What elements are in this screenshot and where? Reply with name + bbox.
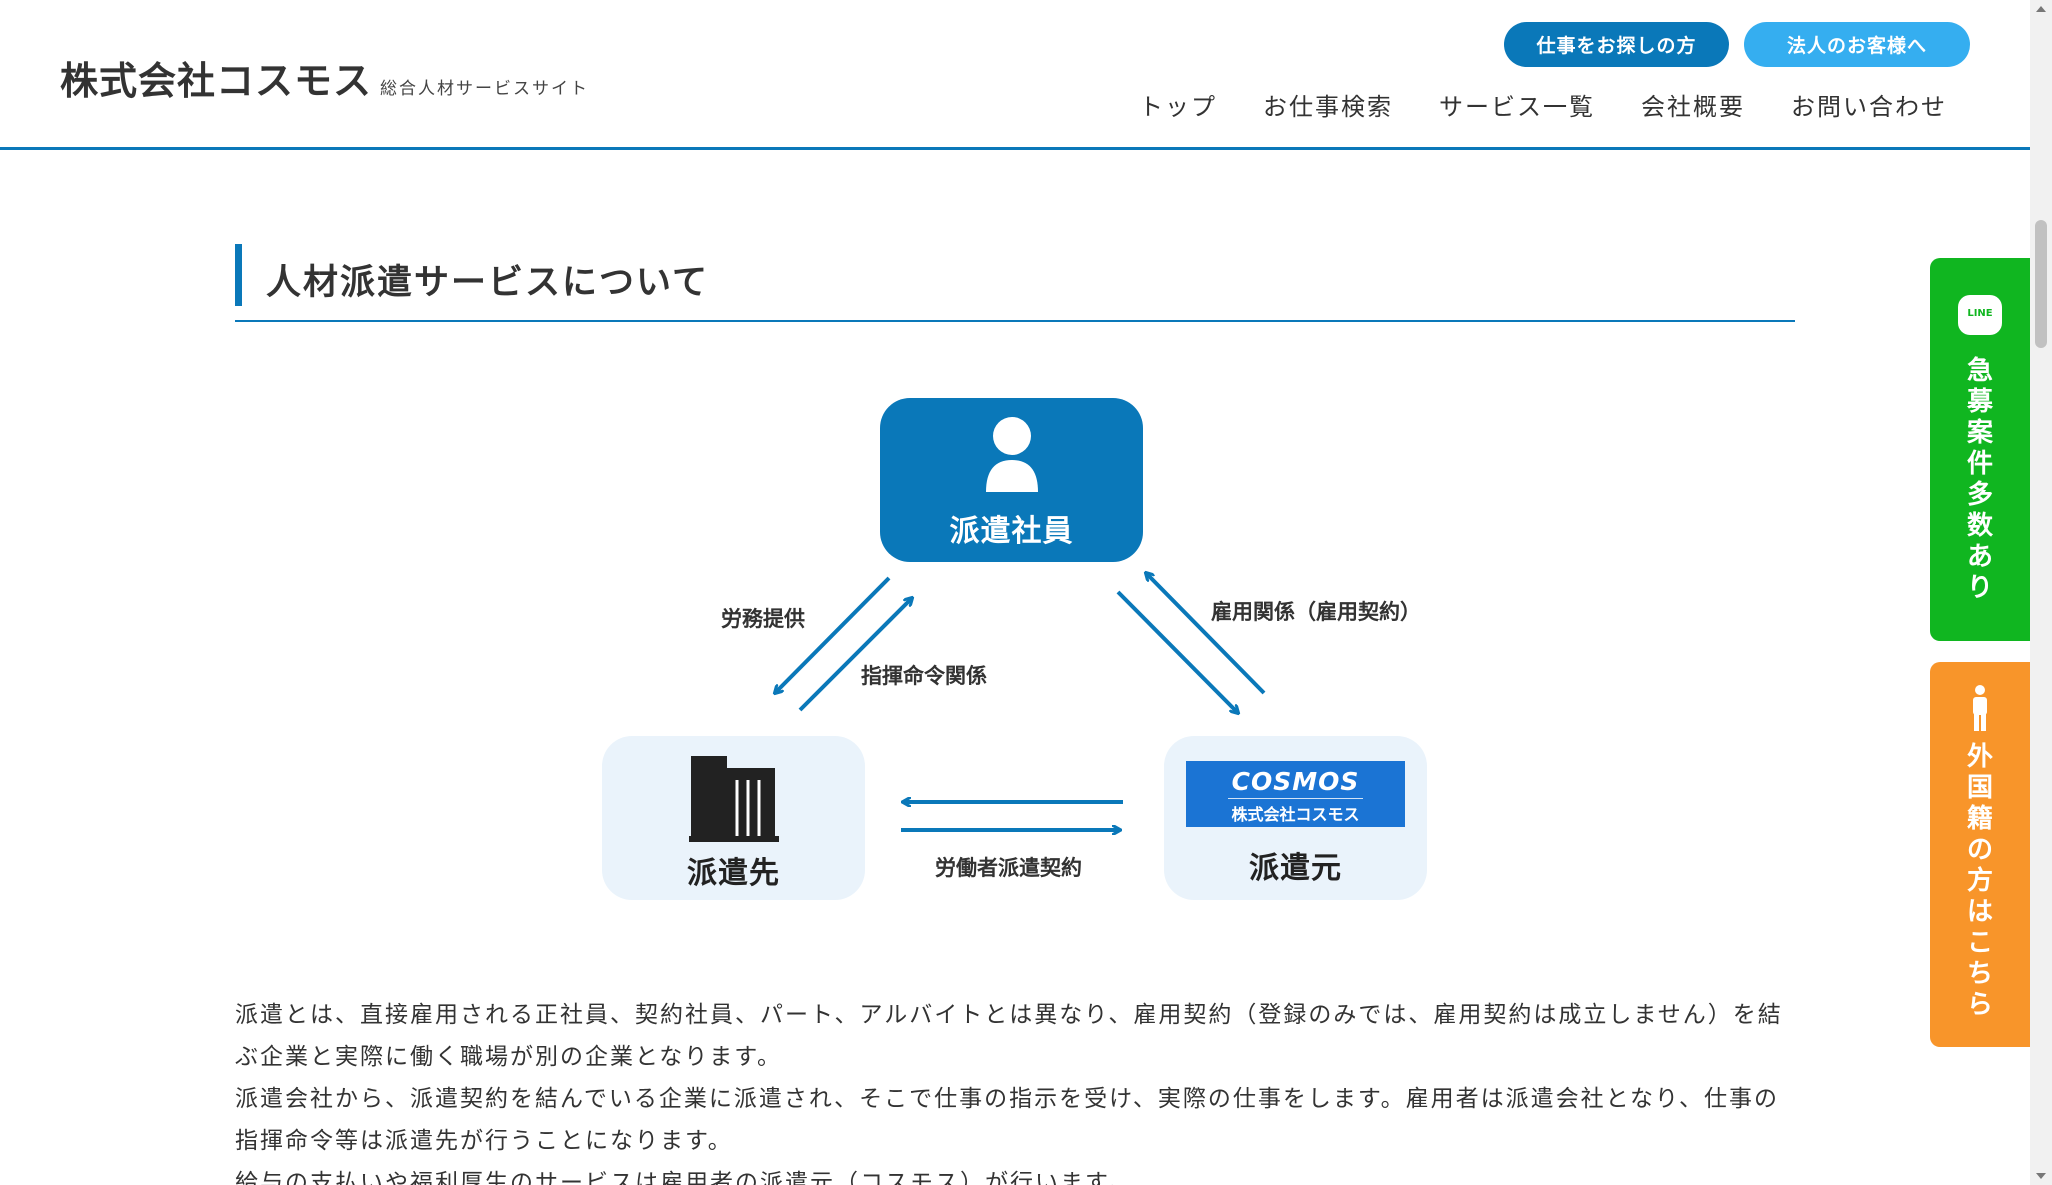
page-scrollbar[interactable] — [2030, 0, 2052, 1185]
body-paragraph: 給与の支払いや福利厚生のサービスは雇用者の派遣元（コスモス）が行います。 — [235, 1170, 1133, 1185]
foreign-nationals-tab[interactable]: 外国籍の方はこちら — [1930, 662, 2030, 1047]
dispatcher-company-label: 派遣元 — [1249, 851, 1342, 886]
scroll-down-arrow-icon[interactable] — [2036, 1173, 2046, 1179]
person-standing-icon — [1973, 685, 1987, 731]
nav-item-services[interactable]: サービス一覧 — [1439, 93, 1595, 121]
section-body: 派遣とは、直接雇用される正社員、契約社員、パート、アルバイトとは異なり、雇用契約… — [235, 994, 1795, 1185]
main-nav: トップ お仕事検索 サービス一覧 会社概要 お問い合わせ — [1139, 87, 1947, 122]
heading-accent-bar — [235, 244, 242, 306]
section-title: 人材派遣サービスについて — [266, 263, 709, 303]
scroll-up-arrow-icon[interactable] — [2036, 6, 2046, 12]
dispatched-staff-box: 派遣社員 — [880, 398, 1143, 562]
nav-item-job-search[interactable]: お仕事検索 — [1263, 93, 1393, 121]
site-header: 株式会社コスモス 総合人材サービスサイト 仕事をお探しの方 法人のお客様へ トッ… — [0, 0, 2030, 150]
section-heading: 人材派遣サービスについて — [235, 244, 1795, 322]
arrow-employment-up — [1146, 573, 1266, 695]
nav-item-top[interactable]: トップ — [1139, 93, 1217, 121]
line-tab-label: 急募案件多数あり — [1967, 356, 1994, 603]
line-icon: LINE — [1958, 295, 2002, 335]
nav-item-company[interactable]: 会社概要 — [1641, 93, 1745, 121]
cosmos-logo: COSMOS 株式会社コスモス — [1186, 761, 1405, 827]
label-labor-provision: 労務提供 — [721, 607, 805, 631]
scrollbar-thumb[interactable] — [2035, 220, 2047, 348]
building-icon — [689, 756, 779, 842]
dispatcher-company-box: COSMOS 株式会社コスモス 派遣元 — [1164, 736, 1427, 900]
dispatched-staff-label: 派遣社員 — [949, 514, 1074, 549]
person-icon — [986, 417, 1038, 492]
label-dispatch-contract: 労働者派遣契約 — [935, 856, 1082, 880]
corporate-clients-button[interactable]: 法人のお客様へ — [1744, 22, 1970, 67]
label-employment-relation: 雇用関係（雇用契約） — [1211, 600, 1421, 624]
foreign-tab-label: 外国籍の方はこちら — [1967, 742, 1994, 1020]
line-urgent-jobs-tab[interactable]: LINE 急募案件多数あり — [1930, 258, 2030, 641]
logo-tagline: 総合人材サービスサイト — [380, 79, 590, 99]
body-paragraph: 派遣とは、直接雇用される正社員、契約社員、パート、アルバイトとは異なり、雇用契約… — [235, 1002, 1783, 1070]
cosmos-logo-en: COSMOS — [1231, 767, 1360, 796]
site-logo[interactable]: 株式会社コスモス 総合人材サービスサイト — [60, 50, 589, 105]
cosmos-logo-jp: 株式会社コスモス — [1231, 805, 1360, 824]
client-company-label: 派遣先 — [687, 856, 780, 891]
label-command-relation: 指揮命令関係 — [861, 664, 987, 688]
cosmos-logo-rule — [1228, 798, 1363, 799]
job-seekers-button[interactable]: 仕事をお探しの方 — [1504, 22, 1729, 67]
logo-company-name: 株式会社コスモス — [60, 59, 373, 103]
body-paragraph: 派遣会社から、派遣契約を結んでいる企業に派遣され、そこで仕事の指示を受け、実際の… — [235, 1086, 1780, 1154]
client-company-box: 派遣先 — [602, 736, 865, 900]
arrow-command-relation — [798, 598, 912, 712]
nav-item-contact[interactable]: お問い合わせ — [1791, 93, 1947, 121]
